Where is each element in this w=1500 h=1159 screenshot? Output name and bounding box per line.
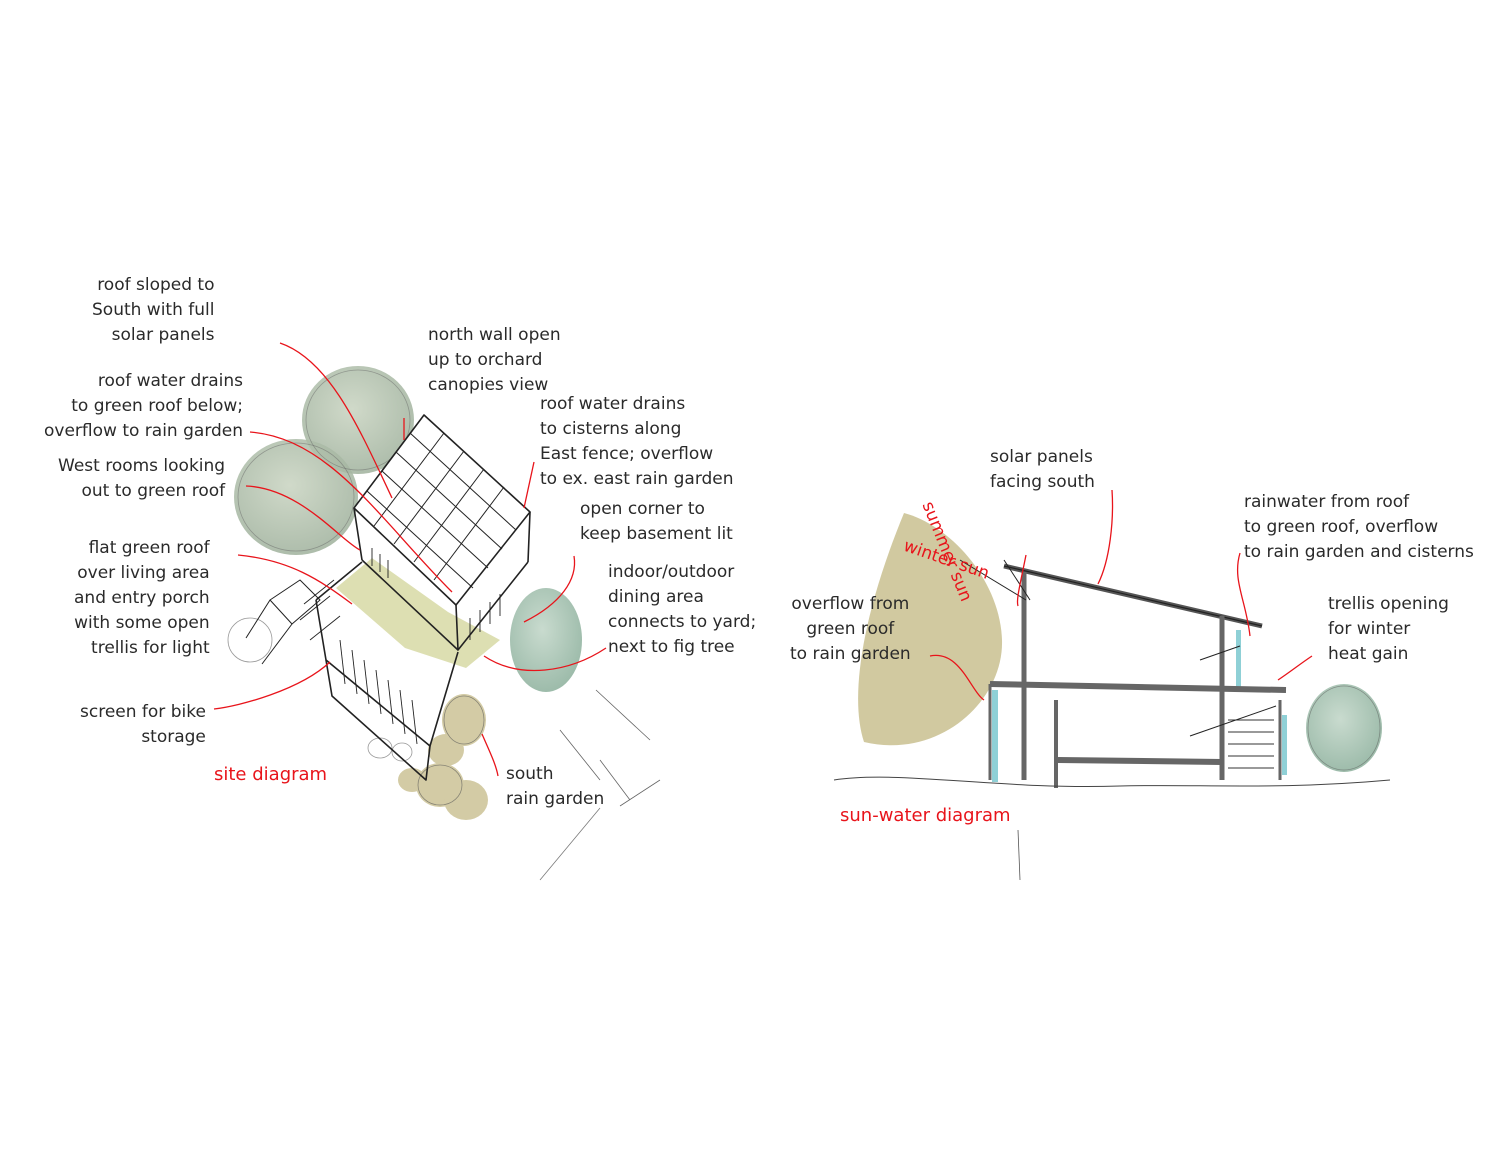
note-north-wall: north wall open up to orchard canopies v… [428, 325, 561, 395]
sun-water-diagram-sketch [833, 513, 1391, 881]
section-tree [1306, 684, 1382, 772]
site-leader-lines [213, 342, 607, 777]
note-indoor-outdoor: indoor/outdoor dining area connects to y… [608, 562, 757, 657]
note-flat-green-roof: flat green roof over living area and ent… [74, 538, 210, 658]
note-roof-water-green-roof: roof water drains to green roof below; o… [44, 371, 244, 441]
note-south-rain-garden: south rain garden [506, 764, 605, 809]
note-roof-water-cisterns: roof water drains to cisterns along East… [540, 394, 734, 489]
downspout-water-left [992, 690, 998, 782]
note-rainwater: rainwater from roof to green roof, overf… [1244, 492, 1474, 562]
downspout-water-right [1236, 630, 1241, 690]
house-axonometric [245, 414, 661, 881]
note-solar-panels: solar panels facing south [990, 447, 1095, 492]
note-roof-sloped: roof sloped to South with full solar pan… [92, 275, 215, 345]
house-section [833, 563, 1391, 881]
sun-rays [959, 559, 1277, 737]
site-diagram-title: site diagram [214, 764, 328, 785]
note-west-rooms: West rooms looking out to green roof [58, 456, 226, 501]
south-rain-garden-shrubs [398, 694, 488, 820]
fig-tree [510, 588, 582, 692]
note-trellis: trellis opening for winter heat gain [1328, 594, 1449, 664]
north-slope-planting [858, 513, 1003, 746]
note-open-corner: open corner to keep basement lit [580, 499, 733, 544]
sun-water-diagram-title: sun-water diagram [840, 805, 1011, 826]
note-overflow-green-roof: overflow from green roof to rain garden [790, 594, 911, 664]
orchard-tree-upper [302, 366, 414, 474]
site-diagram-sketch [227, 366, 661, 881]
sun-water-leader-lines [929, 489, 1313, 701]
orchard-tree-lower [234, 439, 358, 555]
note-screen-bike: screen for bike storage [80, 702, 206, 747]
